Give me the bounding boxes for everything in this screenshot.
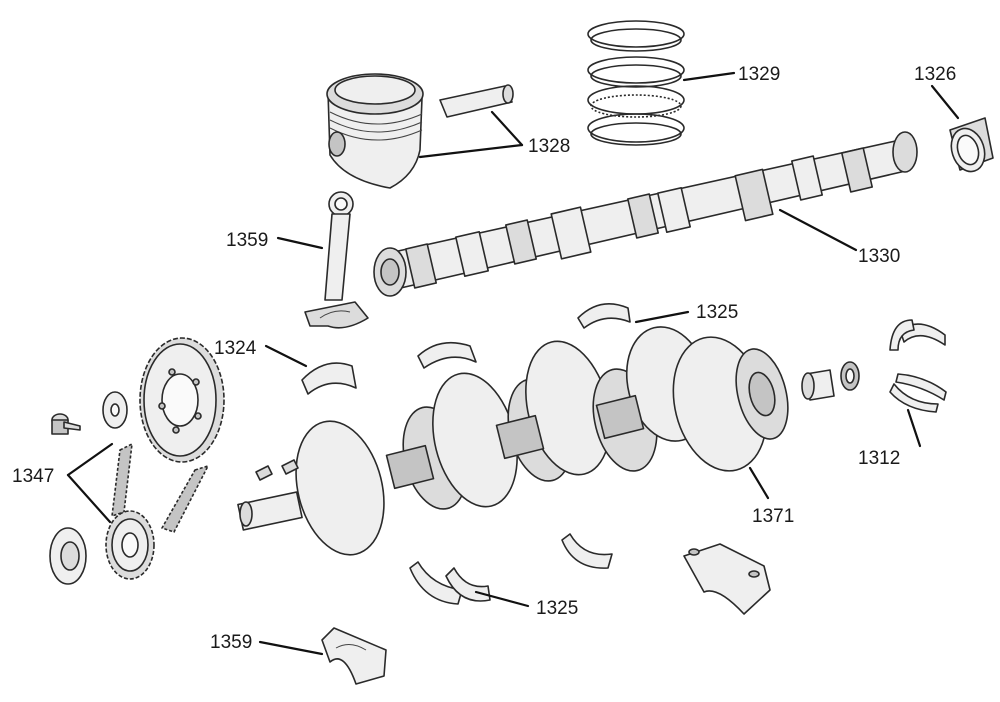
pilot-bushing	[801, 361, 860, 401]
callout-1330: 1330	[858, 246, 900, 267]
rear-main-seal	[889, 319, 947, 413]
callout-1325-upper: 1325	[696, 302, 738, 323]
crankshaft	[237, 326, 789, 556]
rod-cap	[321, 627, 387, 685]
callout-1359-lower: 1359	[210, 632, 252, 653]
callout-1347: 1347	[12, 466, 54, 487]
callout-1312: 1312	[858, 448, 900, 469]
callout-labels: 1329 1326 1328 1359 1330 1325 1324 1347 …	[12, 64, 956, 653]
callout-1326: 1326	[914, 64, 956, 85]
callout-1371: 1371	[752, 506, 794, 527]
callout-1325-lower: 1325	[536, 598, 578, 619]
connecting-rod	[304, 191, 369, 329]
callout-1359-upper: 1359	[226, 230, 268, 251]
main-bearing-upper-shells	[417, 302, 631, 369]
piston-and-pin	[326, 73, 514, 189]
main-bearing-cap	[683, 543, 771, 615]
camshaft	[373, 131, 918, 297]
rod-bearing-shell	[301, 362, 357, 395]
main-bearing-lower-shells	[409, 533, 613, 605]
leader-lines	[66, 71, 960, 656]
callout-1329: 1329	[738, 64, 780, 85]
cam-bearing	[949, 117, 994, 173]
callout-1328: 1328	[528, 136, 570, 157]
piston-rings	[587, 20, 685, 146]
callout-1324: 1324	[214, 338, 257, 359]
timing-gears-and-chain	[49, 337, 225, 585]
